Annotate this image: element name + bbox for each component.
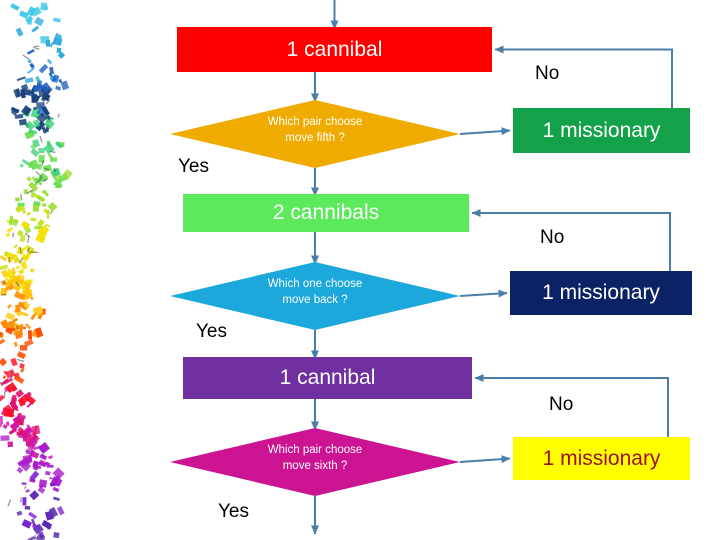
diamond-shape xyxy=(170,262,460,330)
node-label: 1 missionary xyxy=(542,118,661,142)
decision-label-line2: move fifth ? xyxy=(285,132,345,144)
decision-label: Which one choose move back ? xyxy=(170,262,460,330)
node-label: 1 cannibal xyxy=(286,37,383,61)
decision-label-line1: Which pair choose xyxy=(267,116,363,129)
process-node-1-cannibal-purple[interactable]: 1 cannibal xyxy=(183,357,472,399)
decision-label: Which pair choose move sixth ? xyxy=(170,428,460,496)
node-label: 1 missionary xyxy=(542,446,661,470)
diamond-shape xyxy=(170,100,460,168)
diamond-shape xyxy=(170,428,460,496)
decision-node-which-pair-fifth[interactable]: Which pair choose move fifth ? xyxy=(170,100,460,168)
decision-label-line1: Which pair choose xyxy=(267,444,363,457)
node-label: 2 cannibals xyxy=(272,201,380,225)
branch-label-no-3: No xyxy=(549,394,574,415)
branch-label-yes-1: Yes xyxy=(178,156,209,177)
decision-label-line2: move sixth ? xyxy=(282,460,348,472)
branch-label-yes-3: Yes xyxy=(218,501,249,522)
process-node-1-missionary-navy[interactable]: 1 missionary xyxy=(510,271,692,315)
decision-label-line2: move back ? xyxy=(282,294,348,306)
decision-node-which-one-move-back[interactable]: Which one choose move back ? xyxy=(170,262,460,330)
process-node-2-cannibals[interactable]: 2 cannibals xyxy=(183,194,469,232)
decision-node-which-pair-sixth[interactable]: Which pair choose move sixth ? xyxy=(170,428,460,496)
confetti-decoration xyxy=(0,2,73,540)
branch-label-no-1: No xyxy=(535,63,560,84)
decision-label-line1: Which one choose xyxy=(267,278,363,291)
process-node-1-missionary-yellow[interactable]: 1 missionary xyxy=(513,437,690,480)
branch-label-no-2: No xyxy=(540,227,565,248)
node-label: 1 cannibal xyxy=(279,366,376,390)
process-node-1-cannibal-red[interactable]: 1 cannibal xyxy=(177,27,492,72)
node-label: 1 missionary xyxy=(542,281,660,305)
branch-label-yes-2: Yes xyxy=(196,321,227,342)
decision-label: Which pair choose move fifth ? xyxy=(170,100,460,168)
process-node-1-missionary-green[interactable]: 1 missionary xyxy=(513,108,690,153)
